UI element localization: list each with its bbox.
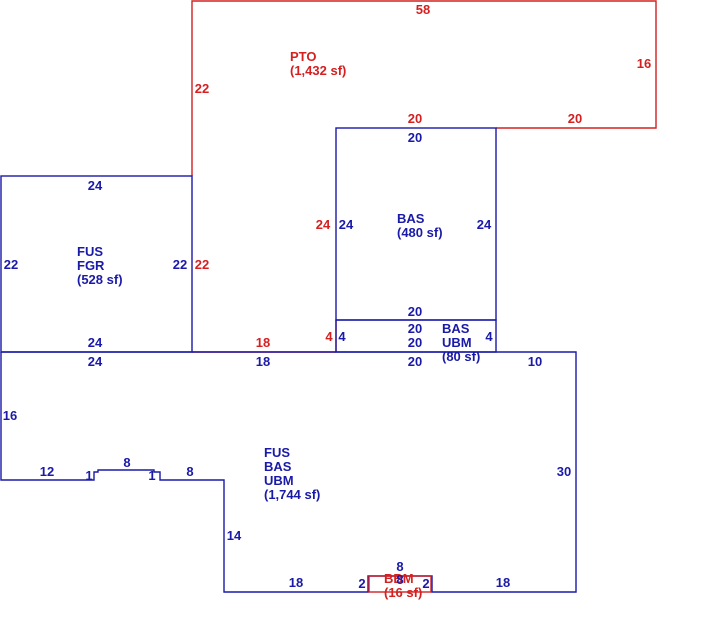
dim-ubm-bottom: 20 [408,335,422,350]
dim-ubm-top: 20 [408,321,422,336]
dim-main-top-d: 10 [528,354,542,369]
fgr-label-3: (528 sf) [77,272,123,287]
dim-fgr-right: 22 [173,257,187,272]
dim-main-top-c: 20 [408,354,422,369]
dim-bas-right: 24 [477,217,492,232]
dim-red-18: 18 [256,335,270,350]
dim-bas-left: 24 [339,217,354,232]
bas-label-1: BAS [397,211,425,226]
dim-main-bottom-a: 18 [289,575,303,590]
dim-main-step-a: 12 [40,464,54,479]
bbm-16-outline [368,575,432,593]
dim-main-step-c: 8 [123,455,130,470]
dim-bas-top: 20 [408,130,422,145]
dim-bas-left-red: 24 [316,217,331,232]
main-outline [0,351,577,593]
dim-main-right: 30 [557,464,571,479]
dim-pto-bottom-a: 20 [408,111,422,126]
dim-main-left: 16 [3,408,17,423]
dim-main-step-b: 1 [85,468,92,483]
main-label-1: FUS [264,445,290,460]
main-label-2: BAS [264,459,292,474]
dim-small-right: 2 [422,576,429,591]
ubm-label-3: (80 sf) [442,349,480,364]
pto-label-1: PTO [290,49,317,64]
ubm-label-2: UBM [442,335,472,350]
main-label-3: UBM [264,473,294,488]
dim-main-inner: 14 [227,528,242,543]
dim-fgr-top: 24 [88,178,103,193]
dim-fgr-bottom: 24 [88,335,103,350]
bbm-label-2: (16 sf) [384,585,422,600]
ubm-label-1: BAS [442,321,470,336]
pto-label-2: (1,432 sf) [290,63,346,78]
dim-pto-right: 16 [637,56,651,71]
dim-ubm-right: 4 [485,329,493,344]
main-label-4: (1,744 sf) [264,487,320,502]
dim-main-step-d: 1 [148,468,155,483]
dim-small-mid: 8 [396,572,403,587]
dim-main-top-b: 18 [256,354,270,369]
bbm-label-1: BBM [384,571,414,586]
dim-bas-bottom: 20 [408,304,422,319]
dim-small-left: 2 [358,576,365,591]
dim-small-top: 8 [396,559,403,574]
fgr-label-1: FUS [77,244,103,259]
dim-main-top-a: 24 [88,354,103,369]
pto-outline [191,0,657,176]
dim-pto-bottom-b: 20 [568,111,582,126]
dim-pto-top: 58 [416,2,430,17]
dim-ubm-left: 4 [338,329,346,344]
dim-ubm-left-red: 4 [325,329,333,344]
fgr-label-2: FGR [77,258,105,273]
dim-fgr-left: 22 [4,257,18,272]
dim-pto-left: 22 [195,81,209,96]
dim-fgr-right-red: 22 [195,257,209,272]
dim-main-step-e: 8 [186,464,193,479]
dim-main-bottom-b: 18 [496,575,510,590]
bas-label-2: (480 sf) [397,225,443,240]
